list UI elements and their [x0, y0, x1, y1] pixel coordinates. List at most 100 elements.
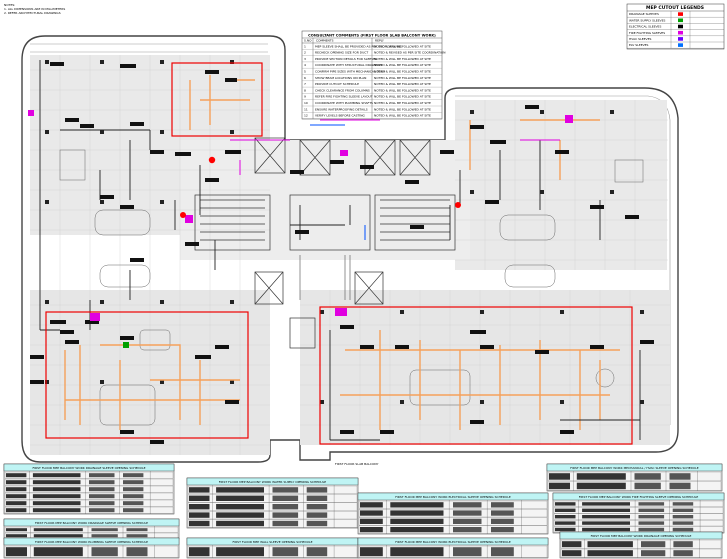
schedule-table-title: FIRST FLOOR MEP BALCONY WORK DRAINAGE OP… [591, 534, 692, 538]
schedule-table-title: FIRST FLOOR MEP BALCONY WORK DRAINAGE SL… [35, 521, 148, 525]
schedule-table: FIRST FLOOR MEP BALCONY WORK ELECTRICAL … [357, 492, 549, 535]
schedule-table: FIRST FLOOR MEP WALL SLEEVE OPENING SCHE… [186, 537, 359, 559]
consultant-cell: CONFIRM PIPE SIZES WITH MECHANICAL TEAM [315, 70, 385, 74]
schedule-table-title: FIRST FLOOR MEP BALCONY WORK DRAINAGE SL… [32, 466, 145, 470]
schedule-table: FIRST FLOOR MEP BALCONY WORK DRAINAGE SL… [3, 463, 175, 515]
consultant-cell: 10 [304, 101, 308, 105]
consultant-cell: 2 [304, 51, 306, 55]
consultant-cell: NOTED & WILL BE FOLLOWED AT SITE [374, 44, 431, 48]
consultant-cell: NOTED & WILL BE FOLLOWED AT SITE [374, 95, 431, 99]
legend-label: HVAC SLEEVES [629, 37, 651, 41]
consultant-cell: 5 [304, 70, 306, 74]
consultant-cell: NOTED & WILL BE FOLLOWED AT SITE [374, 101, 431, 105]
consultant-comments-table: CONSULTANT COMMENTS (FIRST FLOOR SLAB BA… [301, 30, 445, 120]
legend-label: DRAINAGE SLEEVES [629, 12, 659, 16]
consultant-cell: CHECK CLEARANCE FROM COLUMNS [315, 88, 370, 92]
consultant-row: 5 CONFIRM PIPE SIZES WITH MECHANICAL TEAM… [302, 70, 442, 75]
consultant-cell: VERIFY LEVELS BEFORE CASTING [315, 114, 365, 118]
consultant-row: 3 PROVIDE SECTION DETAILS FOR SLEEVESNOTE… [302, 57, 442, 63]
schedule-table-title: FIRST FLOOR MEP BALCONY WORK MECHANICAL … [570, 466, 699, 470]
consultant-title: CONSULTANT COMMENTS (FIRST FLOOR SLAB BA… [308, 34, 436, 38]
note-line: NOTES: [4, 3, 15, 7]
consultant-row: 7 PROVIDE CUTOUT SCHEDULE NOTED & WILL BE … [302, 82, 442, 88]
schedule-table-title: FIRST FLOOR MEP BALCONY WORK FIRE FIGHTI… [579, 495, 699, 499]
schedule-table-title: FIRST FLOOR MEP WALL SLEEVE OPENING SCHE… [232, 540, 312, 544]
schedule-table: FIRST FLOOR MEP BALCONY WORK ELECTRICAL … [357, 537, 549, 559]
sleeve-markers [28, 110, 573, 348]
highlight-zones [45, 62, 633, 445]
schedule-tables: FIRST FLOOR MEP BALCONY WORK DRAINAGE SL… [3, 463, 725, 559]
consultant-cell: ENSURE WATERPROOFING DETAILS [315, 107, 368, 111]
consultant-row: 4 COORDINATE WITH STRUCTURAL DRAWINGSNOTE… [302, 63, 442, 69]
consultant-row: 2 RECHECK OPENING SIZE FOR DUCT NOTED & RE… [302, 51, 445, 56]
schedule-table: FIRST FLOOR MEP BALCONY WORK WATER SUPPL… [186, 477, 359, 529]
schedule-table: FIRST FLOOR MEP BALCONY WORK DRAINAGE OP… [559, 531, 723, 559]
schedule-table: FIRST FLOOR MEP BALCONY WORK MECHANICAL … [546, 463, 723, 492]
consultant-cell: 7 [304, 82, 306, 86]
consultant-cell: NOTED & WILL BE FOLLOWED AT SITE [374, 76, 431, 80]
consultant-cell: NOTED & WILL BE FOLLOWED AT SITE [374, 114, 431, 118]
consultant-cell: PROVIDE SECTION DETAILS FOR SLEEVES [315, 57, 377, 61]
legend-swatch [678, 18, 683, 23]
legend-item: HVAC SLEEVES [627, 35, 724, 43]
consultant-cell: 1 [304, 44, 306, 48]
consultant-cell: NOTED & WILL BE FOLLOWED AT SITE [374, 63, 431, 67]
schedule-table: FIRST FLOOR MEP BALCONY WORK PLUMBING SL… [3, 537, 180, 559]
consultant-cell: PROVIDE CUTOUT SCHEDULE [315, 82, 359, 86]
consultant-cell: 11 [304, 107, 308, 111]
consultant-cell: NOTED & REVISED AS PER SITE COORDINATION [374, 51, 445, 55]
legend-swatch [678, 24, 683, 29]
schedule-table-title: FIRST FLOOR MEP BALCONY WORK PLUMBING SL… [35, 540, 148, 544]
legend-item: ELV SLEEVES [627, 42, 724, 49]
schedule-table: FIRST FLOOR MEP BALCONY WORK FIRE FIGHTI… [552, 492, 725, 534]
legend-swatch [678, 43, 683, 47]
schedule-table-title: FIRST FLOOR MEP BALCONY WORK ELECTRICAL … [395, 495, 511, 499]
consultant-row: 1 MEP SLEEVE SHALL BE PROVIDED AS PER SHO… [302, 44, 442, 50]
legend-swatch [678, 37, 683, 41]
sleeve-tags [30, 62, 654, 444]
consultant-cell: 4 [304, 63, 306, 67]
consultant-cell: NOTED & WILL BE FOLLOWED AT SITE [374, 82, 431, 86]
consultant-cell: 8 [304, 88, 306, 92]
consultant-cell: 12 [304, 114, 308, 118]
consultant-header: REPLY [375, 39, 384, 43]
legend-label: ELV SLEEVES [629, 43, 649, 47]
consultant-cell: NOTED & WILL BE FOLLOWED AT SITE [374, 70, 431, 74]
legend-item: WATER SUPPLY SLEEVES [627, 17, 724, 24]
consultant-cell: REFER FIRE FIGHTING SLEEVE LAYOUT [315, 95, 373, 99]
consultant-cell: 9 [304, 95, 306, 99]
legend-label: FIRE FIGHTING SLEEVES [629, 31, 665, 35]
schedule-table-title: FIRST FLOOR MEP BALCONY WORK ELECTRICAL … [395, 540, 511, 544]
consultant-row: 8 CHECK CLEARANCE FROM COLUMNS NOTED & WIL… [302, 88, 442, 94]
plan-label: FIRST FLOOR SLAB BALCONY [335, 462, 379, 466]
mep-cutout-legend: MEP CUTOUT LEGENDS DRAINAGE SLEEVES WATER… [626, 3, 725, 50]
legend-label: ELECTRICAL SLEEVES [629, 25, 661, 29]
legend-item: FIRE FIGHTING SLEEVES [627, 29, 724, 36]
consultant-cell: 3 [304, 57, 306, 61]
consultant-header: COMMENTS [316, 39, 334, 43]
schedule-table: FIRST FLOOR MEP BALCONY WORK DRAINAGE SL… [3, 518, 180, 540]
legend-title: MEP CUTOUT LEGENDS [646, 5, 704, 11]
consultant-cell: RECHECK OPENING SIZE FOR DUCT [315, 51, 368, 55]
schedule-table-title: FIRST FLOOR MEP BALCONY WORK WATER SUPPL… [219, 480, 326, 484]
consultant-cell: NOTED & WILL BE FOLLOWED AT SITE [374, 57, 431, 61]
note-line: 2. REFER ARCHITECTURAL DRAWINGS [4, 11, 61, 15]
legend-item: ELECTRICAL SLEEVES [627, 23, 724, 30]
legend-item: DRAINAGE SLEEVES [627, 11, 724, 18]
consultant-cell: COORDINATE WITH STRUCTURAL DRAWINGS [315, 63, 382, 67]
note-line: 1. ALL DIMENSIONS ARE IN MILLIMETERS [4, 7, 65, 11]
consultant-header: S.NO [304, 39, 312, 43]
legend-swatch [678, 30, 683, 35]
consultant-cell: NOTED & WILL BE FOLLOWED AT SITE [374, 88, 431, 92]
consultant-cell: MEP SLEEVE SHALL BE PROVIDED AS PER SHOP… [315, 44, 403, 48]
consultant-cell: COORDINATE WITH PLUMBING SHAFTS [315, 101, 373, 105]
floor-plan [21, 35, 679, 463]
consultant-cell: 6 [304, 76, 306, 80]
legend-label: WATER SUPPLY SLEEVES [629, 18, 665, 22]
legend-swatch [678, 12, 683, 16]
